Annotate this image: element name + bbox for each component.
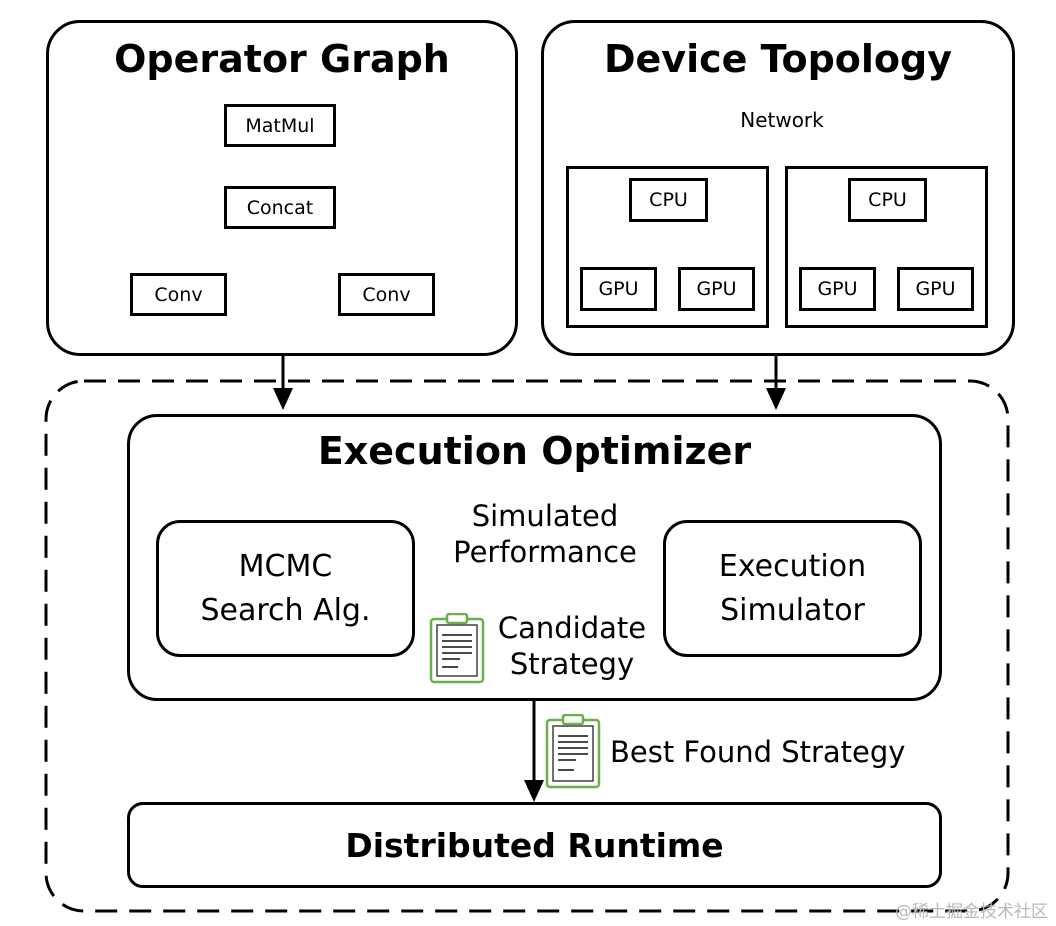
right-gpu-1: GPU — [799, 267, 876, 311]
mcmc-search-box: MCMC Search Alg. — [156, 520, 415, 657]
simulated-line2: Performance — [453, 535, 637, 569]
node-conv-right: Conv — [338, 273, 435, 316]
network-label: Network — [740, 108, 824, 132]
best-strategy-clipboard-icon — [545, 714, 601, 789]
mcmc-line1: MCMC — [238, 548, 333, 584]
simulated-line1: Simulated — [471, 499, 619, 533]
node-matmul: MatMul — [224, 104, 336, 147]
candidate-line1: Candidate — [497, 611, 647, 645]
machine-left — [566, 166, 769, 328]
candidate-clipboard-icon — [429, 613, 485, 684]
system-dashed-boundary — [44, 379, 1010, 913]
simulated-performance-label: Simulated Performance — [425, 498, 665, 570]
watermark-text: @稀土掘金技术社区 — [895, 902, 1048, 922]
left-cpu: CPU — [629, 178, 708, 222]
execution-optimizer-title: Execution Optimizer — [317, 429, 752, 473]
node-conv-left: Conv — [130, 273, 227, 316]
candidate-line2: Strategy — [509, 647, 635, 681]
candidate-strategy-label: Candidate Strategy — [488, 610, 656, 682]
left-gpu-2: GPU — [678, 267, 755, 311]
mcmc-line2: Search Alg. — [200, 592, 371, 628]
arrowhead-op-in — [273, 388, 293, 410]
best-found-strategy-label: Best Found Strategy — [610, 735, 906, 769]
distributed-runtime-label: Distributed Runtime — [345, 825, 724, 865]
node-concat: Concat — [224, 186, 336, 229]
simulator-line2: Simulator — [720, 592, 865, 628]
right-cpu: CPU — [848, 178, 927, 222]
arrowhead-best — [524, 780, 544, 802]
execution-simulator-box: Execution Simulator — [663, 520, 922, 657]
device-topology-title: Device Topology — [603, 37, 953, 81]
distributed-runtime-box: Distributed Runtime — [127, 802, 942, 888]
right-gpu-2: GPU — [897, 267, 974, 311]
left-gpu-1: GPU — [580, 267, 657, 311]
simulator-line1: Execution — [718, 548, 867, 584]
operator-graph-title: Operator Graph — [114, 37, 450, 81]
machine-right — [785, 166, 988, 328]
arrowhead-dev-in — [766, 388, 786, 410]
